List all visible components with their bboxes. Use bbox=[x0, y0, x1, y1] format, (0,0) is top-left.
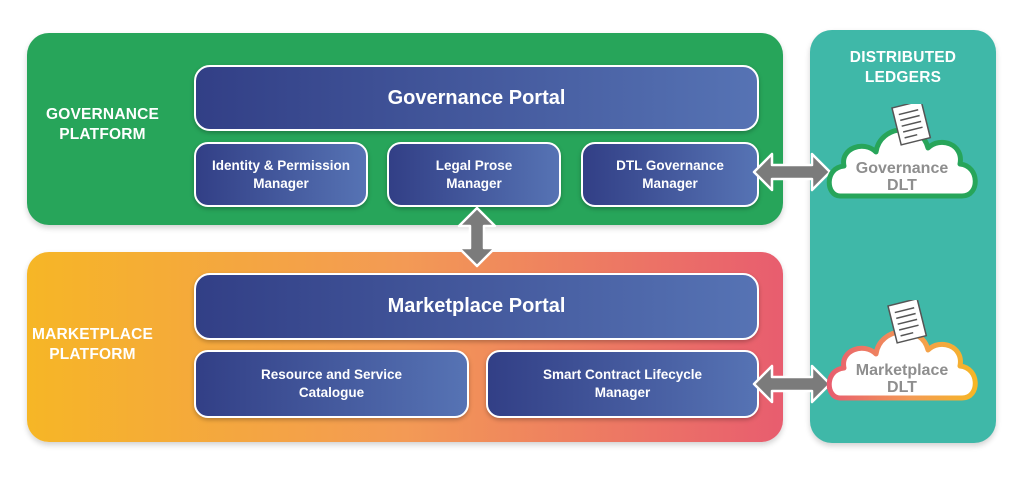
module-label-line2: Manager bbox=[642, 175, 698, 191]
cloud-icon bbox=[826, 297, 978, 401]
module-label-line1: DTL Governance bbox=[616, 157, 724, 173]
legal-prose-manager-box: Legal Prose Manager bbox=[387, 142, 561, 207]
module-label-line1: Resource and Service bbox=[260, 367, 403, 382]
governance-dlt-cloud: Governance DLT bbox=[822, 99, 982, 204]
cloud-label-line2: DLT bbox=[887, 379, 917, 396]
document-icon bbox=[891, 99, 932, 146]
marketplace-portal-box: Marketplace Portal bbox=[194, 273, 759, 340]
module-label-line1: Smart Contract Lifecycle bbox=[542, 367, 703, 382]
document-icon bbox=[887, 297, 928, 344]
marketplace-dlt-cloud: Marketplace DLT bbox=[822, 297, 982, 405]
dtl-governance-manager-box: DTL Governance Manager bbox=[581, 142, 759, 207]
module-label-line1: Legal Prose bbox=[435, 157, 513, 173]
vertical-double-arrow-icon bbox=[457, 206, 497, 268]
marketplace-label-line1: MARKETPLACE bbox=[31, 326, 154, 343]
governance-label-line2: PLATFORM bbox=[59, 126, 146, 143]
marketplace-platform-label: MARKETPLACE PLATFORM bbox=[30, 325, 155, 365]
cloud-label-line2: DLT bbox=[887, 177, 917, 194]
module-label-line2: Manager bbox=[253, 175, 309, 191]
horizontal-double-arrow-icon bbox=[752, 152, 832, 192]
identity-permission-manager-box: Identity & Permission Manager bbox=[194, 142, 368, 207]
ledgers-label-line1: DISTRIBUTED bbox=[849, 49, 957, 66]
cloud-label-line1: Marketplace bbox=[855, 362, 949, 379]
governance-portal-title: Governance Portal bbox=[387, 86, 566, 109]
governance-platform-label: GOVERNANCE PLATFORM bbox=[30, 105, 175, 145]
distributed-ledgers-label: DISTRIBUTED LEDGERS bbox=[812, 48, 994, 88]
cloud-label-line1: Governance bbox=[855, 160, 949, 177]
ledgers-label-line2: LEDGERS bbox=[864, 69, 942, 86]
module-label-line2: Manager bbox=[446, 175, 502, 191]
marketplace-label-line2: PLATFORM bbox=[49, 346, 136, 363]
governance-portal-box: Governance Portal bbox=[194, 65, 759, 131]
governance-label-line1: GOVERNANCE bbox=[45, 106, 160, 123]
module-label-line1: Identity & Permission bbox=[211, 157, 351, 173]
horizontal-double-arrow-icon bbox=[752, 364, 832, 404]
module-label-line2: Manager bbox=[594, 385, 651, 400]
marketplace-portal-title: Marketplace Portal bbox=[387, 295, 566, 317]
cloud-icon bbox=[826, 99, 978, 199]
module-label-line2: Catalogue bbox=[298, 385, 365, 400]
smart-contract-lifecycle-manager-box: Smart Contract Lifecycle Manager bbox=[486, 350, 759, 418]
resource-service-catalogue-box: Resource and Service Catalogue bbox=[194, 350, 469, 418]
